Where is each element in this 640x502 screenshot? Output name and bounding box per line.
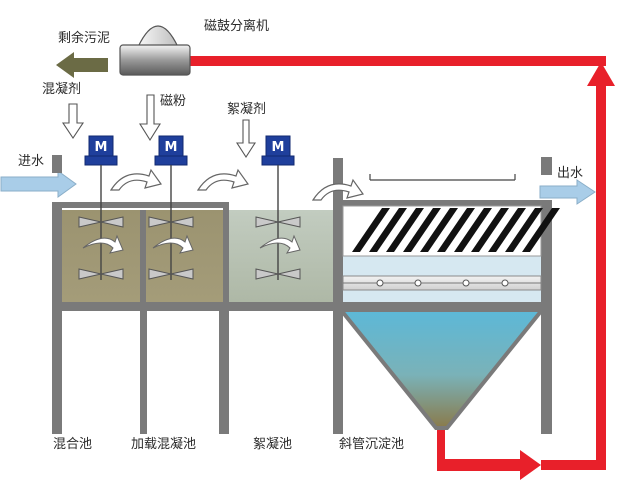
impeller-blade-icon bbox=[255, 268, 279, 280]
loaded-coag-tank-label: 加载混凝池 bbox=[131, 436, 196, 452]
coagulant-dose-arrow bbox=[61, 103, 85, 139]
sludge-out-arrow bbox=[56, 52, 108, 78]
partition-2 bbox=[223, 210, 229, 302]
motor-letter: M bbox=[95, 140, 108, 155]
rim-settle bbox=[333, 200, 552, 206]
magnetic-drum-separator bbox=[119, 25, 191, 76]
inclined-tube bbox=[403, 208, 441, 252]
floc-tank-mixer: M bbox=[255, 135, 301, 280]
tank-structure bbox=[52, 158, 552, 434]
partition-1 bbox=[140, 210, 146, 302]
flocculant-dose-arrow bbox=[235, 119, 257, 159]
partition-3 bbox=[333, 158, 343, 302]
overflow-arrow-icon bbox=[196, 168, 250, 191]
inclined-tube bbox=[505, 208, 543, 252]
inclined-tube bbox=[488, 208, 526, 252]
swirl-arrow-icon bbox=[259, 234, 301, 254]
sludge-return-line bbox=[190, 56, 615, 480]
inclined-tube bbox=[386, 208, 424, 252]
inclined-tube bbox=[471, 208, 509, 252]
floc-tank-label: 絮凝池 bbox=[253, 436, 292, 452]
inclined-tube bbox=[369, 208, 407, 252]
motor-letter: M bbox=[272, 140, 285, 155]
leg-3 bbox=[333, 311, 343, 434]
return-line-segment-b bbox=[541, 460, 606, 470]
leg-1 bbox=[140, 311, 147, 434]
magnetic-powder-dose-arrow bbox=[139, 94, 161, 142]
tank-floor bbox=[52, 302, 552, 311]
overflow-arrow-icon bbox=[311, 178, 365, 201]
impeller-blade-icon bbox=[100, 268, 124, 280]
floc-tank-water bbox=[229, 210, 335, 302]
left-wall bbox=[52, 202, 62, 434]
motor-base bbox=[154, 155, 188, 166]
impeller-blade-icon bbox=[255, 216, 279, 228]
return-line-segment-a bbox=[437, 430, 541, 480]
mixing-tank-mixer: M bbox=[78, 135, 124, 280]
rim-floc bbox=[223, 202, 229, 210]
motor-letter: M bbox=[165, 140, 178, 155]
settling-tank-cone bbox=[336, 308, 547, 430]
return-line-top-segment bbox=[190, 56, 606, 66]
outlet-arrow bbox=[539, 179, 596, 205]
rim-coag bbox=[140, 202, 229, 208]
inclined-tube-pack bbox=[342, 205, 560, 257]
motor-base bbox=[84, 155, 118, 166]
impeller-blade-icon bbox=[78, 216, 102, 228]
sludge-label: 剩余污泥 bbox=[58, 30, 110, 46]
inclined-tube bbox=[352, 208, 390, 252]
inclined-tube bbox=[522, 208, 560, 252]
impeller-blade-icon bbox=[277, 268, 301, 280]
impeller-blade-icon bbox=[170, 268, 194, 280]
inlet-weir bbox=[52, 155, 62, 173]
outlet-weir bbox=[541, 157, 552, 175]
swirl-arrow-icon bbox=[82, 234, 124, 254]
separator-label: 磁鼓分离机 bbox=[204, 18, 269, 34]
flocculant-label: 絮凝剂 bbox=[227, 101, 266, 117]
return-line-arrowhead bbox=[587, 62, 615, 86]
magnetic-powder-label: 磁粉 bbox=[160, 94, 186, 109]
rim-mix bbox=[52, 202, 145, 208]
separator-body bbox=[119, 44, 191, 76]
inlet-label: 进水 bbox=[18, 154, 44, 169]
inlet-arrow bbox=[0, 170, 77, 198]
outlet-label: 出水 bbox=[557, 166, 583, 181]
separator-dome bbox=[137, 25, 179, 48]
settling-tank-label: 斜管沉淀池 bbox=[339, 437, 404, 452]
mixing-tank-label: 混合池 bbox=[53, 437, 92, 452]
motor-base bbox=[261, 155, 295, 166]
impeller-blade-icon bbox=[277, 216, 301, 228]
inclined-tube bbox=[420, 208, 458, 252]
impeller-blade-icon bbox=[100, 216, 124, 228]
coagulant-label: 混凝剂 bbox=[42, 81, 81, 97]
loaded-coag-tank-mixer: M bbox=[148, 135, 194, 280]
impeller-blade-icon bbox=[78, 268, 102, 280]
leg-2 bbox=[219, 311, 229, 434]
impeller-blade-icon bbox=[170, 216, 194, 228]
swirl-arrow-icon bbox=[152, 234, 194, 254]
inclined-tube bbox=[437, 208, 475, 252]
impeller-blade-icon bbox=[148, 216, 172, 228]
inclined-tube bbox=[454, 208, 492, 252]
overflow-arrow-icon bbox=[109, 168, 163, 191]
impeller-blade-icon bbox=[148, 268, 172, 280]
return-line-segment-c bbox=[596, 82, 606, 470]
collection-pipe bbox=[342, 275, 542, 291]
right-wall bbox=[541, 202, 552, 434]
